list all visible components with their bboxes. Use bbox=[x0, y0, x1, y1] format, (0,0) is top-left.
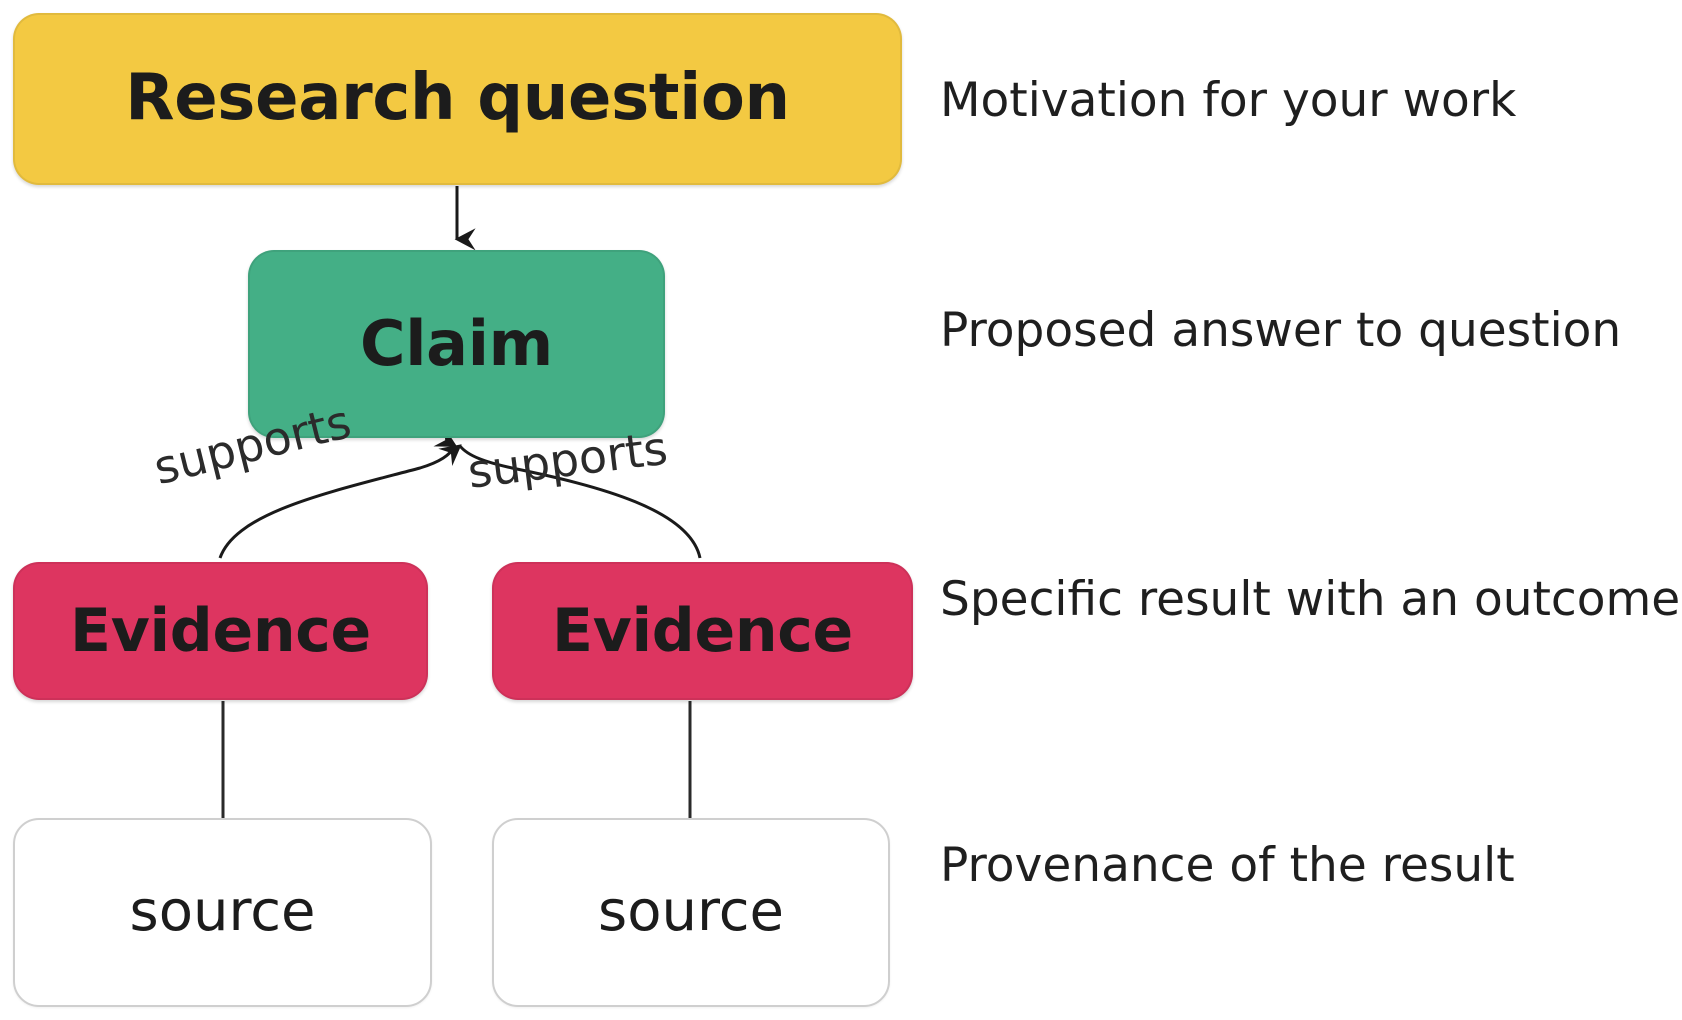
node-claim-label: Claim bbox=[360, 307, 553, 381]
node-evidence-1[interactable]: Evidence bbox=[13, 562, 428, 700]
annotation-research-question: Motivation for your work bbox=[940, 73, 1517, 128]
node-research-question-label: Research question bbox=[125, 61, 790, 136]
node-source-1-label: source bbox=[129, 879, 316, 945]
node-research-question[interactable]: Research question bbox=[13, 13, 902, 185]
annotation-claim: Proposed answer to question bbox=[940, 303, 1622, 358]
annotation-source: Provenance of the result bbox=[940, 838, 1515, 893]
annotation-evidence: Specific result with an outcome bbox=[940, 572, 1681, 627]
node-evidence-2-label: Evidence bbox=[552, 595, 853, 666]
node-source-1[interactable]: source bbox=[13, 818, 432, 1007]
node-claim[interactable]: Claim bbox=[248, 250, 665, 438]
node-source-2[interactable]: source bbox=[492, 818, 890, 1007]
node-source-2-label: source bbox=[598, 879, 784, 945]
node-evidence-1-label: Evidence bbox=[70, 595, 371, 666]
node-evidence-2[interactable]: Evidence bbox=[492, 562, 913, 700]
